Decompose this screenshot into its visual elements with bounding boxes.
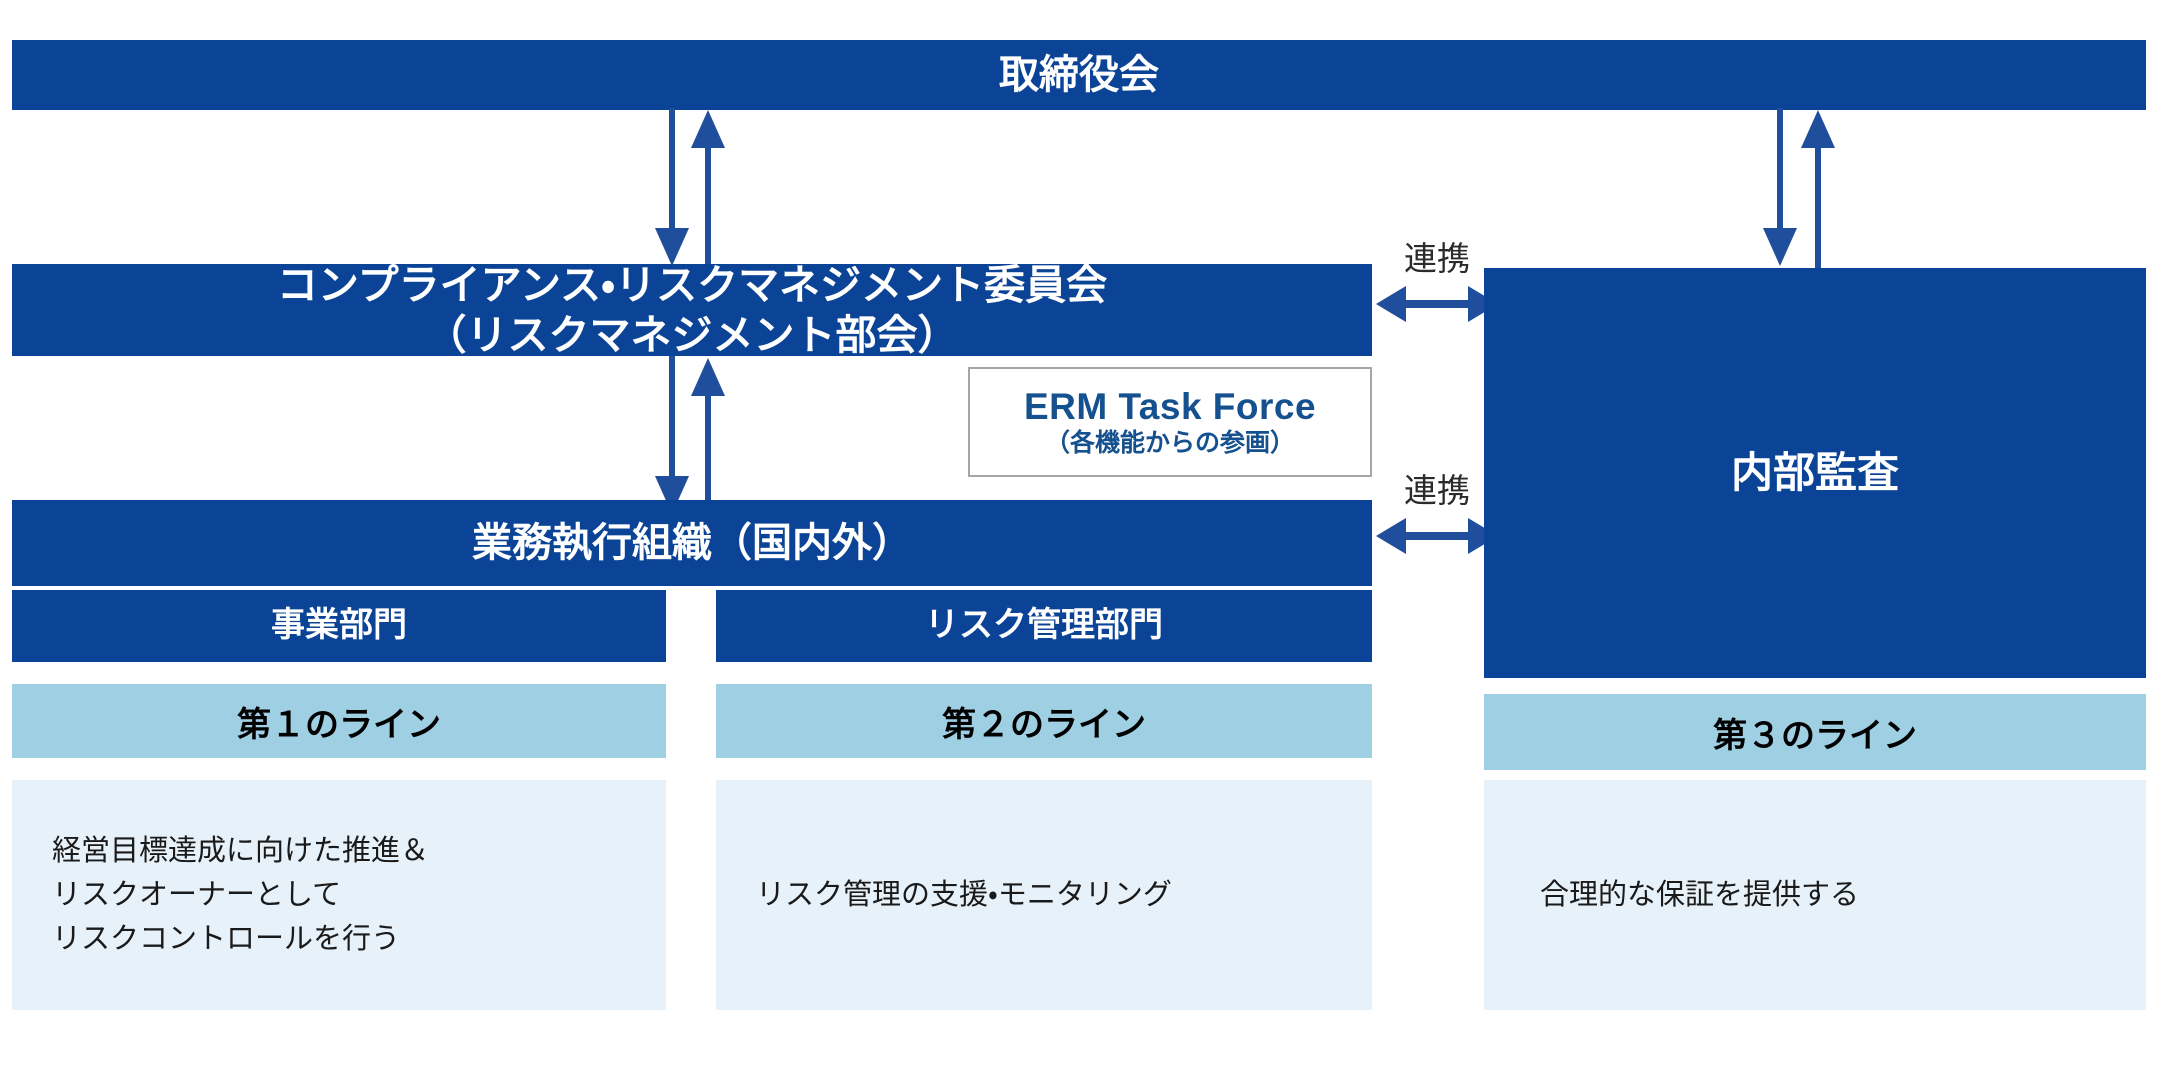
column-header-risk-management-division[interactable]: リスク管理部門	[716, 590, 1372, 662]
arrow-up-committee-to-board	[691, 110, 725, 268]
line-band-third-label: 第３のライン	[1713, 716, 1917, 755]
board-audit-arrow-pair	[1763, 108, 1835, 268]
line-band-second-label: 第２のライン	[942, 705, 1146, 744]
arrow-up-execution-to-committee	[691, 358, 725, 516]
line-band-third: 第３のライン	[1484, 694, 2146, 770]
compliance-risk-committee-box[interactable]: コンプライアンス・リスクマネジメント委員会 （リスクマネジメント部会）	[12, 262, 1372, 358]
column-header-business-division[interactable]: 事業部門	[12, 590, 666, 662]
description-panel-third-line: 合理的な保証を提供する	[1484, 780, 2146, 1010]
board-of-directors-label: 取締役会	[999, 52, 1159, 97]
column-header-business-division-label: 事業部門	[271, 606, 407, 645]
line-band-second: 第２のライン	[716, 684, 1372, 758]
link-arrow-upper-icon	[1376, 286, 1498, 322]
internal-audit-box[interactable]: 内部監査	[1484, 268, 2146, 678]
description-line: 経営目標達成に向けた推進＆	[52, 834, 430, 867]
arrow-down-board-to-committee	[655, 108, 689, 266]
link-arrow-lower-icon	[1376, 518, 1498, 554]
description-panel-first-line: 経営目標達成に向けた推進＆ リスクオーナーとして リスクコントロールを行う	[12, 780, 666, 1010]
erm-task-force-title: ERM Task Force	[1023, 385, 1317, 427]
line-band-first: 第１のライン	[12, 684, 666, 758]
committee-main-label: コンプライアンス・リスクマネジメント委員会	[276, 261, 1108, 308]
description-line: リスクコントロールを行う	[52, 923, 401, 956]
committee-execution-arrow-pair	[655, 356, 725, 516]
arrow-up-audit-to-board	[1801, 110, 1835, 268]
erm-task-force-subtitle: （各機能からの参画）	[1044, 428, 1295, 457]
arrow-down-committee-to-execution	[655, 356, 689, 514]
execution-organisation-label: 業務執行組織（国内外）	[472, 520, 912, 565]
arrow-down-board-to-audit	[1763, 108, 1797, 266]
description-line: リスクオーナーとして	[52, 878, 342, 911]
link-label-upper: 連携	[1404, 240, 1470, 277]
link-label-lower: 連携	[1404, 472, 1470, 509]
erm-task-force-box[interactable]: ERM Task Force （各機能からの参画）	[968, 367, 1372, 477]
description-panel-second-line: リスク管理の支援・モニタリング	[716, 780, 1372, 1010]
execution-organisation-box[interactable]: 業務執行組織（国内外）	[12, 500, 1372, 586]
description-line: リスク管理の支援・モニタリング	[756, 878, 1172, 911]
internal-audit-label: 内部監査	[1730, 449, 1899, 497]
line-band-first-label: 第１のライン	[237, 705, 441, 744]
board-committee-arrow-pair	[655, 108, 725, 268]
board-of-directors-box[interactable]: 取締役会	[12, 40, 2146, 110]
committee-sub-label: （リスクマネジメント部会）	[425, 312, 959, 358]
column-header-risk-management-division-label: リスク管理部門	[925, 606, 1163, 645]
description-line: 合理的な保証を提供する	[1540, 878, 1860, 911]
